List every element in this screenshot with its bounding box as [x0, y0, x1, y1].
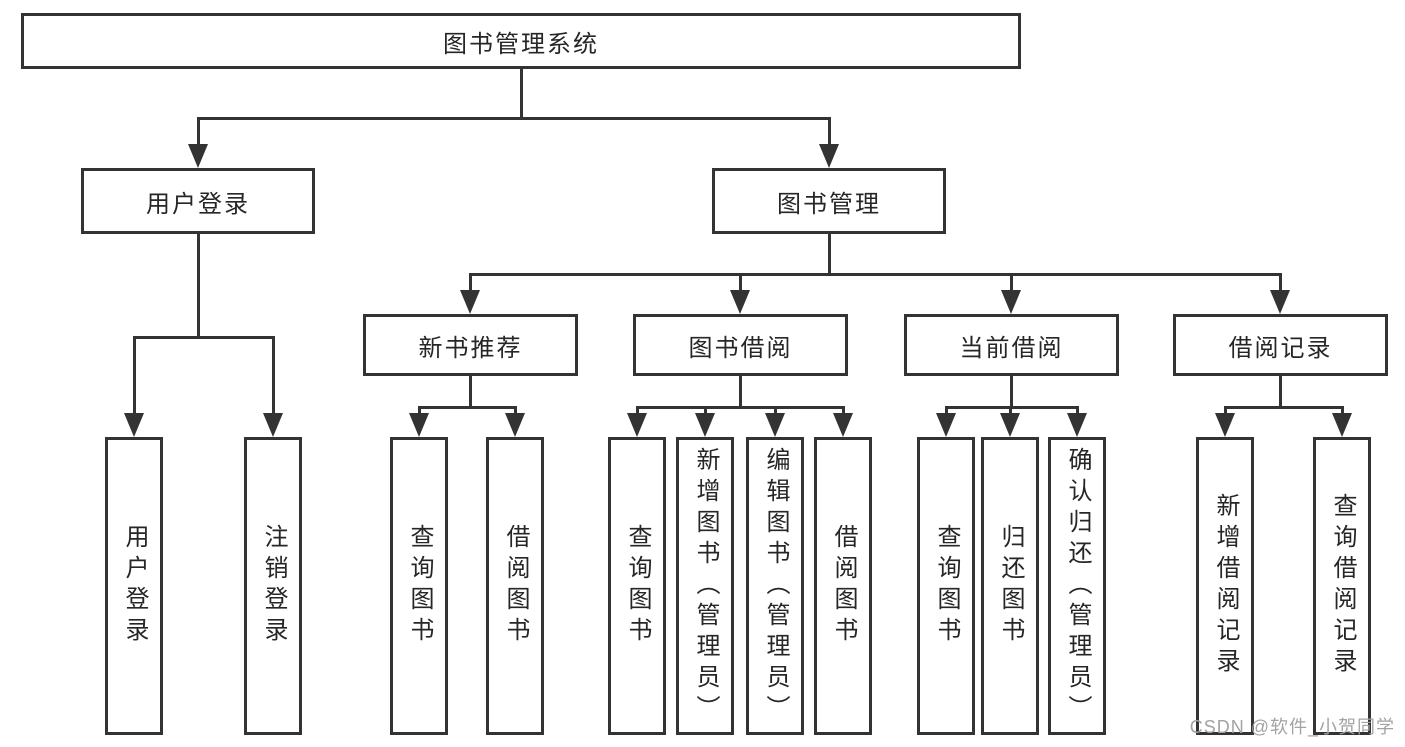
node-book-borrowing: 图书借阅: [633, 314, 848, 376]
connector-line: [1076, 406, 1079, 416]
connector-line: [1010, 273, 1013, 292]
node-label: 当前借阅: [959, 334, 1064, 362]
leaf-label: 查询图书: [933, 524, 960, 648]
arrow-down-icon: [124, 413, 144, 437]
connector-line: [272, 336, 275, 415]
node-current-borrowing: 当前借阅: [904, 314, 1119, 376]
arrow-down-icon: [765, 413, 785, 437]
connector-line: [842, 406, 845, 416]
connector-line: [704, 406, 707, 416]
leaf-label: 查询借阅记录: [1329, 493, 1356, 679]
leaf-query-borrow-record: 查询借阅记录: [1313, 437, 1371, 735]
leaf-confirm-return-admin: 确认归还（管理员）: [1048, 437, 1106, 735]
connector-line: [520, 69, 523, 117]
node-new-book-recommendation: 新书推荐: [363, 314, 578, 376]
leaf-add-borrow-record: 新增借阅记录: [1196, 437, 1254, 735]
arrow-down-icon: [1001, 290, 1021, 314]
leaf-query-book: 查询图书: [390, 437, 448, 735]
connector-line: [1341, 406, 1344, 416]
connector-line: [469, 376, 472, 406]
node-label: 用户登录: [146, 190, 250, 218]
arrow-down-icon: [263, 413, 283, 437]
arrow-down-icon: [1215, 413, 1235, 437]
connector-line: [739, 273, 742, 292]
connector-line: [469, 273, 1282, 276]
connector-line: [1009, 406, 1012, 416]
connector-line: [828, 234, 831, 273]
leaf-query-book: 查询图书: [917, 437, 975, 735]
arrow-down-icon: [936, 413, 956, 437]
arrow-down-icon: [409, 413, 429, 437]
connector-line: [418, 406, 421, 416]
connector-line: [636, 406, 639, 416]
connector-line: [133, 336, 275, 339]
connector-line: [1010, 376, 1013, 406]
node-label: 新书推荐: [418, 334, 523, 362]
connector-line: [739, 376, 742, 406]
connector-line: [1224, 406, 1227, 416]
arrow-down-icon: [1270, 290, 1290, 314]
connector-line: [945, 406, 1079, 409]
arrow-down-icon: [730, 290, 750, 314]
connector-line: [774, 406, 777, 416]
node-library-system: 图书管理系统: [21, 13, 1021, 69]
leaf-label: 借阅图书: [502, 524, 529, 648]
leaf-borrow-book: 借阅图书: [486, 437, 544, 735]
arrow-down-icon: [833, 413, 853, 437]
node-label: 借阅记录: [1228, 334, 1333, 362]
node-label: 图书管理: [777, 190, 881, 218]
leaf-user-login: 用户登录: [105, 437, 163, 735]
leaf-label: 确认归还（管理员）: [1064, 446, 1091, 726]
leaf-label: 用户登录: [121, 524, 148, 648]
arrow-down-icon: [627, 413, 647, 437]
leaf-query-book: 查询图书: [608, 437, 666, 735]
leaf-label: 注销登录: [260, 524, 287, 648]
node-borrowing-records: 借阅记录: [1173, 314, 1388, 376]
leaf-label: 新增借阅记录: [1212, 493, 1239, 679]
connector-line: [469, 273, 472, 292]
arrow-down-icon: [460, 290, 480, 314]
arrow-down-icon: [1332, 413, 1352, 437]
node-user-login: 用户登录: [81, 168, 315, 234]
leaf-label: 编辑图书（管理员）: [762, 446, 789, 726]
leaf-label: 查询图书: [406, 524, 433, 648]
node-label: 图书借阅: [688, 334, 793, 362]
node-label: 图书管理系统: [443, 30, 599, 58]
leaf-return-book: 归还图书: [981, 437, 1039, 735]
connector-line: [1279, 273, 1282, 292]
connector-line: [1224, 406, 1344, 409]
leaf-borrow-book: 借阅图书: [814, 437, 872, 735]
connector-line: [133, 336, 136, 415]
connector-line: [197, 117, 831, 120]
leaf-label: 借阅图书: [830, 524, 857, 648]
leaf-label: 查询图书: [624, 524, 651, 648]
arrow-down-icon: [1067, 413, 1087, 437]
leaf-add-book-admin: 新增图书（管理员）: [676, 437, 734, 735]
connector-line: [636, 406, 845, 409]
connector-line: [828, 117, 831, 146]
connector-line: [197, 117, 200, 146]
arrow-down-icon: [695, 413, 715, 437]
connector-line: [514, 406, 517, 416]
arrow-down-icon: [188, 144, 208, 168]
arrow-down-icon: [505, 413, 525, 437]
connector-line: [418, 406, 517, 409]
leaf-edit-book-admin: 编辑图书（管理员）: [746, 437, 804, 735]
connector-line: [197, 234, 200, 336]
connector-line: [1279, 376, 1282, 406]
arrow-down-icon: [1000, 413, 1020, 437]
csdn-watermark: CSDN @软件_小贺同学: [1189, 717, 1395, 737]
arrow-down-icon: [819, 144, 839, 168]
node-book-management: 图书管理: [712, 168, 946, 234]
leaf-label: 新增图书（管理员）: [692, 446, 719, 726]
leaf-logout: 注销登录: [244, 437, 302, 735]
leaf-label: 归还图书: [997, 524, 1024, 648]
connector-line: [945, 406, 948, 416]
